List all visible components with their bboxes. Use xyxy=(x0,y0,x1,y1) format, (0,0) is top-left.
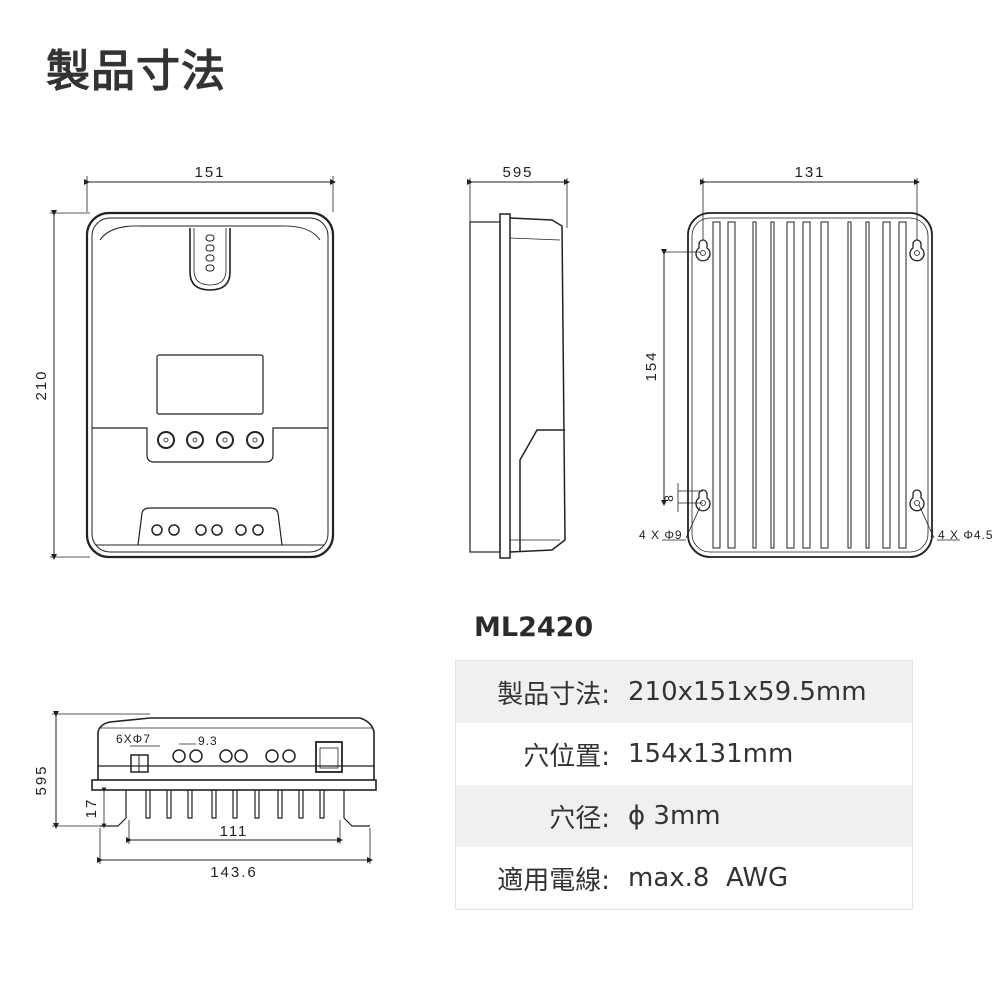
total-width-label: 143.6 xyxy=(210,864,258,881)
spec-row-wire-gauge: 適用電線: max.8 AWG xyxy=(456,847,912,909)
hole-right-label: 4 X Φ4.5 xyxy=(938,528,994,542)
foot-height-label: 17 xyxy=(83,798,100,819)
bottom-view xyxy=(52,711,377,864)
spec-label: 適用電線: xyxy=(497,865,610,896)
hole-left-label: 4 X Φ9 xyxy=(639,528,683,542)
front-width-label: 151 xyxy=(194,164,225,181)
spec-label: 穴径: xyxy=(549,803,610,834)
fin-width-label: 111 xyxy=(220,823,249,840)
slot-label: 8 xyxy=(662,494,676,502)
back-view xyxy=(661,178,960,558)
spec-row-hole-position: 穴位置: 154x131mm xyxy=(456,723,912,785)
side-view xyxy=(467,178,570,559)
hole-spacing-y-label: 154 xyxy=(643,350,660,381)
spec-label: 製品寸法: xyxy=(497,679,610,710)
spec-value: max.8 AWG xyxy=(628,863,789,893)
spec-label: 穴位置: xyxy=(523,741,610,772)
hole-spacing-x-label: 131 xyxy=(794,164,825,181)
pitch-label: 9.3 xyxy=(198,734,218,748)
spec-value: 154x131mm xyxy=(628,739,794,769)
terminal-label: 6XΦ7 xyxy=(116,732,151,746)
model-name: ML2420 xyxy=(474,612,594,643)
side-depth-label: 595 xyxy=(502,164,533,181)
spec-value: 210x151x59.5mm xyxy=(628,677,867,707)
spec-table: 製品寸法: 210x151x59.5mm 穴位置: 154x131mm 穴径: … xyxy=(455,660,913,910)
bottom-height-label: 595 xyxy=(33,764,50,795)
spec-row-dimensions: 製品寸法: 210x151x59.5mm xyxy=(456,661,912,723)
front-height-label: 210 xyxy=(33,369,50,400)
front-view xyxy=(50,176,336,560)
spec-row-hole-diameter: 穴径: ϕ 3mm xyxy=(456,785,912,847)
page-title: 製品寸法 xyxy=(46,46,226,97)
spec-value: ϕ 3mm xyxy=(628,801,721,831)
